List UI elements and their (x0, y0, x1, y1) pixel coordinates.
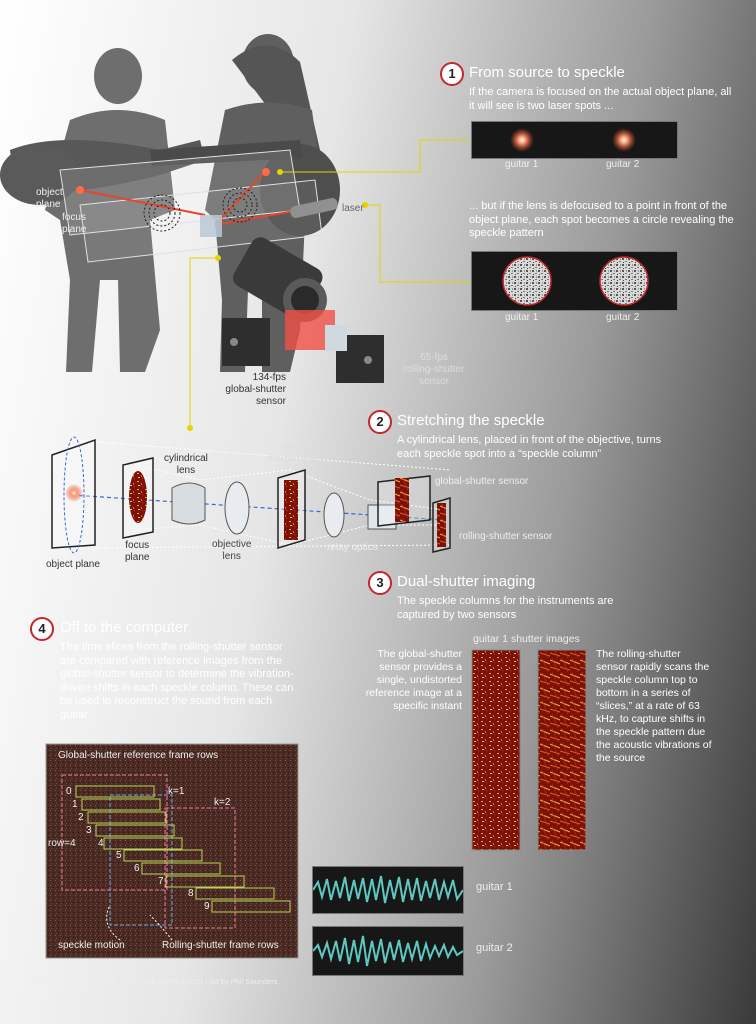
section3-body: The speckle columns for the instruments … (397, 595, 614, 621)
row-num-0: 0 (66, 786, 72, 797)
callout-lines (187, 139, 470, 431)
section2-number: 2 (368, 410, 392, 434)
scene-rings (143, 187, 258, 232)
section1-body2: ... but if the lens is defocused to a po… (469, 200, 734, 239)
waveform-guitar2-panel (312, 926, 464, 976)
laser-device (200, 198, 338, 237)
label-rolling-sensor: 65-fps rolling-shutter sensor (403, 352, 465, 387)
focused-label-guitar2: guitar 2 (606, 159, 640, 170)
defocused-panel (471, 251, 678, 311)
label-virtual-image-plane: virtual image plane (267, 441, 323, 464)
row-num-9: 9 (204, 901, 210, 912)
label-optics-object-plane: object plane (46, 559, 100, 570)
camera-assembly (222, 237, 384, 383)
row-num-4: 4 (98, 838, 104, 849)
row-label: row=4 (48, 838, 76, 849)
optics-diagram (51, 436, 451, 554)
row-num-2: 2 (78, 812, 84, 823)
label-rolling-shutter-sensor: rolling-shutter sensor (459, 531, 553, 542)
analysis-frame (45, 743, 299, 959)
section3-number: 3 (368, 571, 392, 595)
label-optics-focus-plane: focus plane (125, 540, 150, 563)
waveform-guitar1 (313, 875, 463, 904)
row-num-7: 7 (158, 876, 164, 887)
label-laser: laser (342, 203, 364, 214)
source-credit: Source: M. Sheinin et al., Proc. IEEE CV… (34, 977, 278, 986)
shutter-images-label: guitar 1 shutter images (473, 633, 580, 645)
k2-label: k=2 (214, 797, 231, 808)
row-num-6: 6 (134, 863, 140, 874)
section4-title: Off to the computer (60, 619, 189, 636)
row-num-1: 1 (72, 799, 78, 810)
rolling-rows-label: Rolling-shutter frame rows (162, 940, 279, 951)
waveform-guitar2 (313, 935, 463, 967)
focused-spots-panel (471, 121, 678, 159)
section2-body: A cylindrical lens, placed in front of t… (397, 434, 662, 460)
label-cylindrical-lens: cylindrical lens (164, 453, 208, 476)
waveform-guitar1-panel (312, 866, 464, 914)
label-global-shutter-sensor: global-shutter sensor (435, 476, 529, 487)
global-shutter-description: The global-shutter sensor provides a sin… (365, 648, 462, 712)
waveform-label-guitar1: guitar 1 (476, 881, 513, 893)
section2-title: Stretching the speckle (397, 412, 545, 429)
defocused-label-guitar2: guitar 2 (606, 312, 640, 323)
section1-number: 1 (440, 62, 464, 86)
k1-label: k=1 (168, 786, 185, 797)
speckle-motion-label: speckle motion (58, 940, 125, 951)
section4-number: 4 (30, 617, 54, 641)
label-relay-optics: relay optics (327, 542, 378, 553)
rolling-shutter-description: The rolling-shutter sensor rapidly scans… (596, 648, 712, 764)
section1-title: From source to speckle (469, 64, 625, 81)
row-num-8: 8 (188, 888, 194, 899)
focused-spots (510, 128, 636, 152)
frame-title: Global-shutter reference frame rows (58, 750, 219, 761)
section3-title: Dual-shutter imaging (397, 573, 536, 590)
label-focus-plane: focus plane (62, 212, 87, 235)
rolling-shutter-image (537, 649, 587, 851)
defocused-label-guitar1: guitar 1 (505, 312, 539, 323)
waveform-label-guitar2: guitar 2 (476, 942, 513, 954)
section1-body: If the camera is focused on the actual o… (469, 86, 732, 112)
section4-body: The time slices from the rolling-shutter… (60, 641, 294, 721)
speckle-discs (502, 256, 649, 306)
row-num-5: 5 (116, 850, 122, 861)
label-objective-lens: objective lens (212, 539, 252, 562)
row-num-3: 3 (86, 825, 92, 836)
focused-label-guitar1: guitar 1 (505, 159, 539, 170)
global-shutter-image (471, 649, 521, 851)
label-global-sensor: 134-fps global-shutter sensor (225, 372, 286, 407)
label-object-plane: object plane (36, 187, 63, 210)
